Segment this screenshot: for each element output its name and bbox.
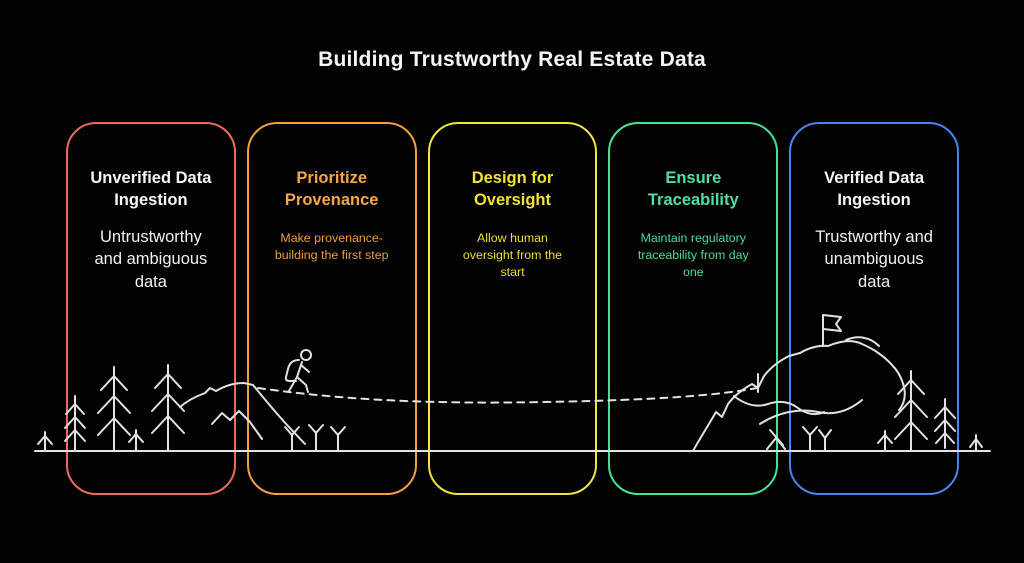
panel-unverified-data-ingestion: Unverified Data Ingestion Untrustworthy … — [66, 122, 236, 495]
panel-body: Untrustworthy and ambiguous data — [94, 227, 208, 292]
stage-panels: Unverified Data Ingestion Untrustworthy … — [66, 122, 959, 495]
panel-heading: Unverified Data Ingestion — [90, 169, 212, 209]
panel-ensure-traceability: Ensure Traceability Maintain regulatory … — [608, 122, 779, 495]
panel-verified-data-ingestion: Verified Data Ingestion Trustworthy and … — [789, 122, 959, 495]
panel-body: Trustworthy and unambiguous data — [815, 227, 933, 292]
panel-body: Allow human oversight from the start — [462, 230, 563, 279]
panel-heading: Verified Data Ingestion — [824, 169, 925, 209]
panel-design-for-oversight: Design for Oversight Allow human oversig… — [427, 122, 598, 495]
panel-heading: Design for Oversight — [471, 169, 554, 209]
panel-body: Make provenance- building the first step — [274, 230, 389, 262]
panel-prioritize-provenance: Prioritize Provenance Make provenance- b… — [246, 122, 417, 495]
page-title: Building Trustworthy Real Estate Data — [318, 48, 706, 71]
panel-body: Maintain regulatory traceability from da… — [637, 230, 749, 279]
panel-heading: Prioritize Provenance — [284, 169, 379, 209]
grass-sprout-icon — [969, 434, 983, 452]
grass-sprout-icon — [37, 431, 53, 452]
panel-heading: Ensure Traceability — [647, 169, 739, 209]
